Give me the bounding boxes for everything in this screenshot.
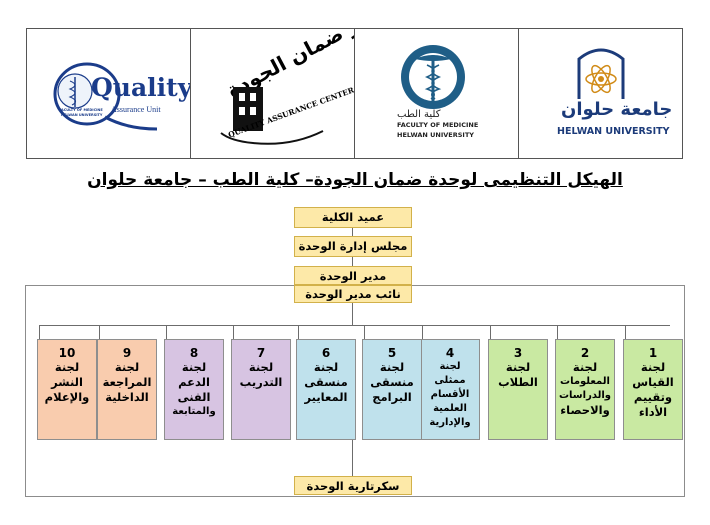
committee-name-line: البرامج <box>372 390 412 404</box>
faculty-english-line-2: HELWAN UNIVERSITY <box>397 131 474 139</box>
committee-connector <box>490 325 491 339</box>
committee-name-line: لجنة <box>640 360 666 374</box>
committee-name-line: والإدارية <box>429 417 471 428</box>
committee-name-line: ممثلى <box>434 375 466 386</box>
quality-word: Quality <box>91 73 191 102</box>
committee-name-line: لجنة <box>54 360 80 374</box>
faculty-english-line-1: FACULTY OF MEDICINE <box>397 121 479 129</box>
committee-name-line: القياس <box>632 375 674 389</box>
committee-name-line: والإعلام <box>44 390 90 404</box>
committee-connector <box>99 325 100 339</box>
committee-name-line: منسقى <box>370 375 414 389</box>
logo-strip: Quality Assurance Unit FACULTY OF MEDICI… <box>26 28 683 159</box>
quality-center-logo: مركز ضمان الجودة QUALITY ASSURANCE CENTE… <box>191 29 355 158</box>
quality-seal-line-1: FACULTY OF MEDICINE <box>59 108 103 112</box>
connector-dean-board <box>352 228 353 236</box>
committee-name-line: الأداء <box>638 405 668 419</box>
university-english-name: HELWAN UNIVERSITY <box>557 126 670 137</box>
committee-name-line: الداخلية <box>105 390 149 404</box>
connector-secretariat <box>352 440 353 476</box>
chart-title: الهيكل التنظيمى لوحدة ضمان الجودة– كلية … <box>87 170 623 190</box>
committee-connector <box>625 325 626 339</box>
committee-name-line: الفنى <box>177 390 211 404</box>
secretariat-box: سكرتارية الوحدة <box>294 476 412 495</box>
committee-name-line: النشر <box>51 375 83 389</box>
faculty-of-medicine-logo: كلية الطب FACULTY OF MEDICINE HELWAN UNI… <box>355 29 519 158</box>
connector-deputy-bus <box>352 303 353 325</box>
committee-name-line: الأقسام <box>430 389 470 400</box>
deputy-box: نائب مدير الوحدة <box>294 285 412 303</box>
committee-name-line: لجنة <box>505 360 531 374</box>
quality-unit-emblem-icon <box>53 62 158 131</box>
director-box: مدير الوحدة <box>294 266 412 285</box>
medicine-caduceus-icon <box>401 45 465 109</box>
committee-name-line: لجنة <box>248 360 274 374</box>
committee-connector <box>298 325 299 339</box>
committee-name-line: والدراسات <box>559 390 611 401</box>
committee-number: 9 <box>122 346 132 360</box>
building-emblem-icon <box>220 87 324 145</box>
committee-name-line: المعلومات <box>560 376 610 387</box>
committee-name-line: وتقييم <box>633 390 673 404</box>
quality-seal-line-2: HELWAN UNIVERSITY <box>61 113 103 117</box>
committee-connector <box>166 325 167 339</box>
committee-connector <box>422 325 423 339</box>
committee-connector <box>233 325 234 339</box>
committee-number: 2 <box>580 346 590 360</box>
university-arabic-name: جامعة حلوان <box>561 99 673 120</box>
committee-name-line: المراجعة <box>102 375 152 389</box>
committee-connector <box>557 325 558 339</box>
board-box: مجلس إدارة الوحدة <box>294 236 412 257</box>
quality-unit-logo: Quality Assurance Unit FACULTY OF MEDICI… <box>27 29 191 158</box>
committee-name-line: لجنة <box>313 360 339 374</box>
committee-number: 3 <box>513 346 523 360</box>
committee-name-line: الدعم <box>178 375 210 389</box>
faculty-arabic-name: كلية الطب <box>397 109 441 120</box>
committee-name-line: الطلاب <box>498 375 538 389</box>
committee-name-line: والمتابعة <box>172 406 216 417</box>
committee-number: 8 <box>189 346 199 360</box>
committee-name-line: لجنة <box>379 360 405 374</box>
committee-name-line: منسقى <box>304 375 348 389</box>
committee-number: 1 <box>648 346 658 360</box>
quality-subtitle: Assurance Unit <box>111 105 161 114</box>
university-atom-emblem-icon <box>577 48 625 99</box>
committee-name-line: المعايير <box>304 390 348 404</box>
committee-connector <box>39 325 40 339</box>
committee-number: 6 <box>321 346 331 360</box>
committee-name-line: العلمية <box>433 403 467 414</box>
committee-name-line: لجنة <box>572 360 598 374</box>
committee-number: 4 <box>445 346 455 360</box>
committee-number: 7 <box>256 346 266 360</box>
committee-name-line: والاحصاء <box>560 403 610 417</box>
committee-number: 10 <box>58 346 76 360</box>
dean-box: عميد الكلية <box>294 207 412 228</box>
committee-name-line: لجنة <box>114 360 140 374</box>
committee-connector <box>364 325 365 339</box>
committee-name-line: التدريب <box>239 375 283 389</box>
helwan-university-logo: جامعة حلوان HELWAN UNIVERSITY <box>519 29 682 158</box>
connector-board-director <box>352 257 353 266</box>
committee-number: 5 <box>387 346 397 360</box>
committee-bus-line <box>39 325 670 326</box>
committee-name-line: لجنة <box>439 361 461 372</box>
committee-name-line: لجنة <box>181 360 207 374</box>
